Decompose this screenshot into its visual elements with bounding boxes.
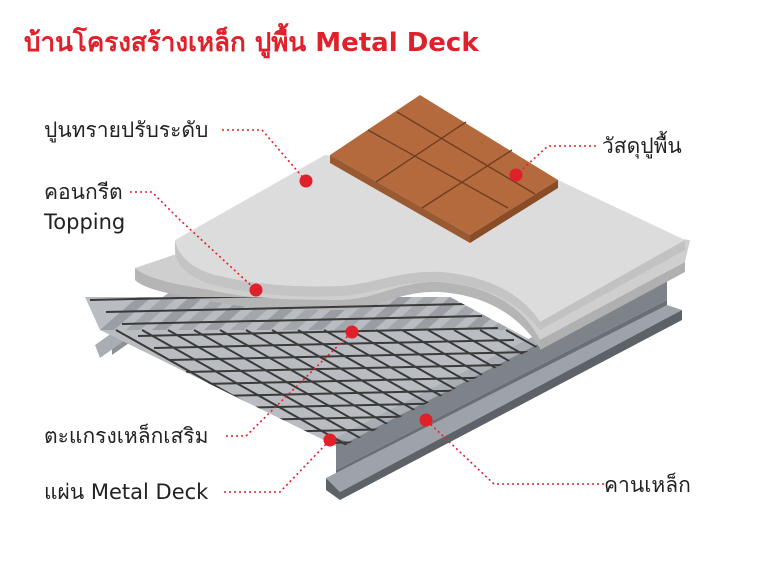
deck-rib	[230, 297, 324, 330]
floor-tiles	[330, 95, 558, 243]
label-floor-finish: วัสดุปูพื้น	[602, 134, 682, 158]
marker-leveling-mortar	[299, 174, 313, 188]
deck-rib	[152, 297, 246, 330]
rebar-bar	[167, 329, 379, 448]
rebar-bar	[121, 315, 483, 325]
leader-floor-finish	[515, 145, 596, 176]
leader-metal-deck	[224, 439, 331, 493]
marker-concrete-topping	[249, 283, 263, 297]
deck-rib	[178, 297, 272, 330]
rebar-bar	[169, 351, 531, 361]
leader-concrete-topping	[130, 191, 257, 291]
deck-rib	[308, 297, 402, 330]
label-rebar-mesh: ตะแกรงเหล็กเสริม	[44, 424, 209, 448]
rebar-bar	[89, 297, 451, 301]
deck-rib	[256, 297, 350, 330]
label-topping: Topping	[44, 210, 126, 234]
leader-steel-beam	[425, 419, 604, 485]
deck-rib	[204, 297, 298, 330]
page-title: บ้านโครงสร้างเหล็ก ปูพื้น Metal Deck	[24, 28, 479, 58]
rebar-bar	[453, 329, 540, 448]
rebar-bar	[141, 329, 353, 448]
marker-floor-finish	[509, 168, 523, 182]
marker-metal-deck	[323, 433, 337, 447]
marker-rebar-mesh	[345, 325, 359, 339]
label-steel-beam: คานเหล็ก	[604, 473, 691, 497]
deck-rib	[386, 297, 480, 330]
rebar-bar	[153, 339, 515, 349]
rebar-bar	[137, 327, 499, 337]
leader-leveling-mortar	[222, 129, 307, 182]
deck-rib	[282, 297, 376, 330]
deck-rib	[334, 297, 428, 330]
deck-rib	[412, 297, 506, 330]
rebar-bar	[479, 329, 540, 448]
label-leveling-mortar: ปูนทรายปรับระดับ	[44, 118, 209, 142]
rebar-bar	[193, 329, 405, 448]
deck-rib	[438, 297, 532, 330]
deck-rib	[126, 297, 220, 330]
leveling-mortar-layer	[175, 155, 685, 330]
deck-rib	[360, 297, 454, 330]
label-concrete: คอนกรีต	[44, 180, 123, 204]
label-metal-deck: แผ่น Metal Deck	[44, 480, 209, 504]
marker-steel-beam	[419, 413, 433, 427]
rebar-bar	[105, 303, 467, 313]
leader-rebar-mesh	[226, 331, 353, 437]
rebar-bar	[185, 363, 540, 373]
